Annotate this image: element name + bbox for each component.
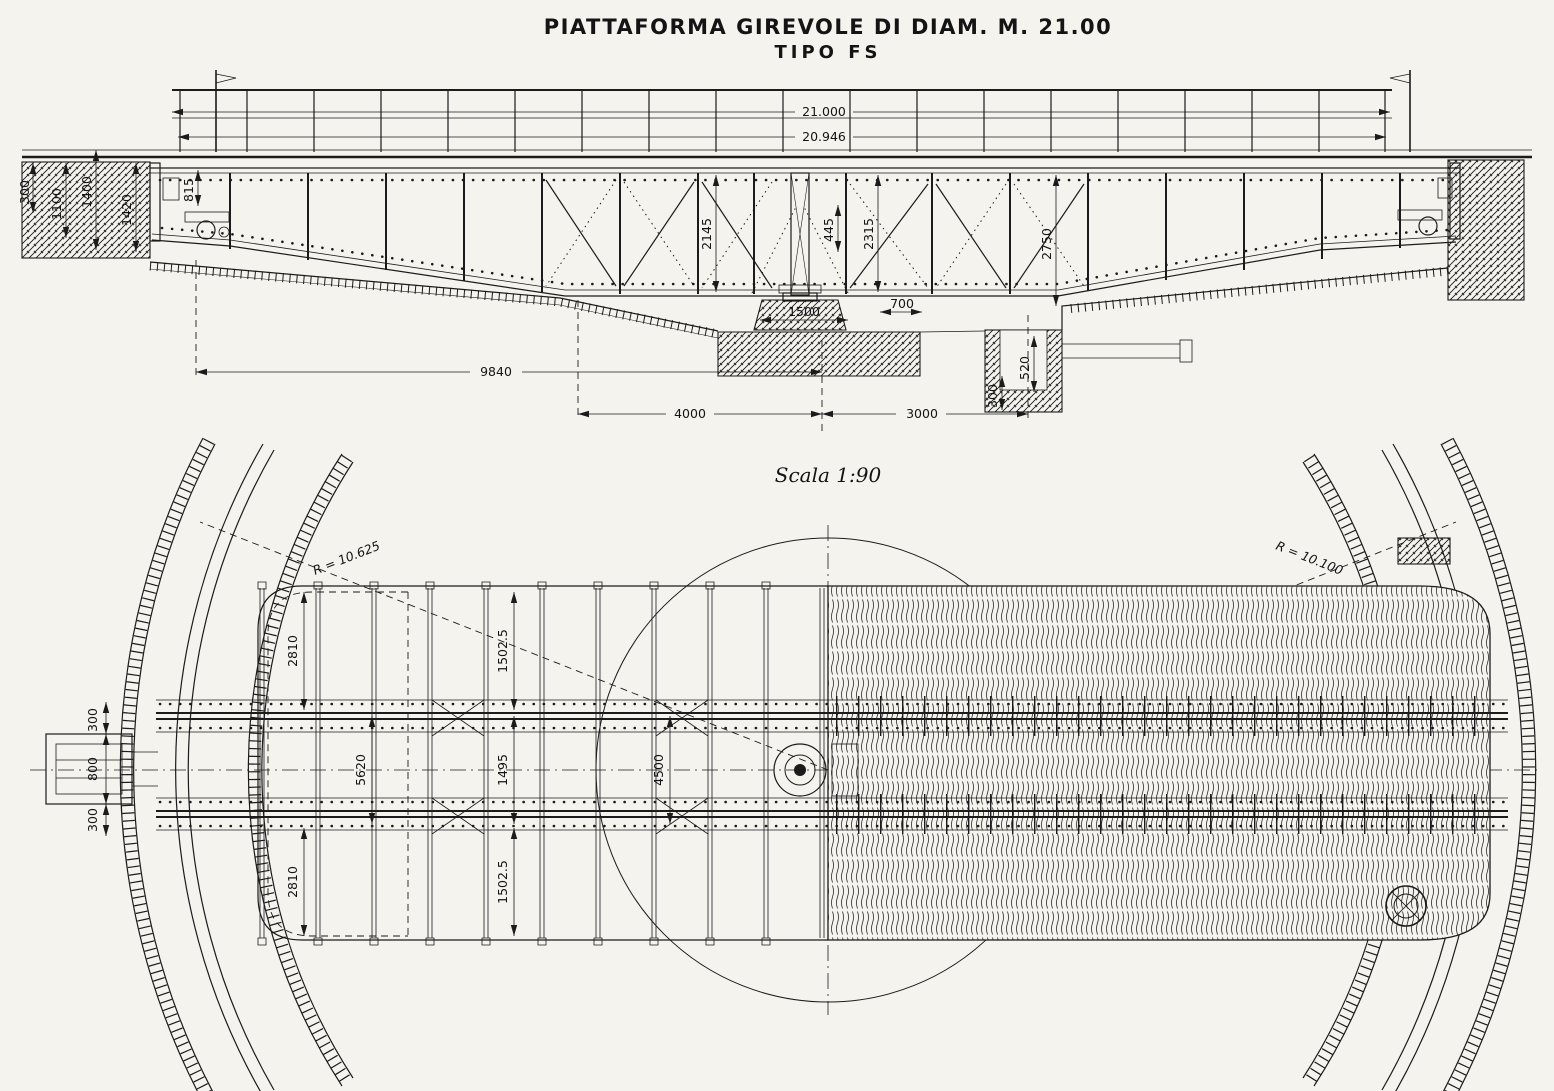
dim-520: 520: [1017, 356, 1032, 380]
dim-4500: 4500: [651, 754, 666, 786]
dim-9840: 9840: [480, 364, 512, 379]
left-end-machinery: [162, 177, 230, 240]
plan-deck-left: [257, 581, 828, 946]
elevation-ground: [21, 159, 1525, 413]
dim-2810-top: 2810: [285, 635, 300, 667]
left-fan-outer-hatch: [120, 438, 215, 1091]
plan-view: R = 10.625 R = 10.100: [30, 437, 1540, 1091]
bottom-chord-inner: [151, 233, 1457, 291]
buffer-inner: [55, 743, 123, 795]
radius-label-left: R = 10.625: [311, 538, 382, 578]
plan-manhole: [1385, 885, 1427, 927]
manhole-outer: [1385, 885, 1427, 927]
drain-channel: [1062, 343, 1180, 359]
dim-2750: 2750: [1039, 228, 1054, 260]
deck-right-planks: [827, 585, 1491, 941]
pivot-outer-circle: [773, 743, 827, 797]
dim-300-left: 300: [17, 180, 32, 204]
dim-700: 700: [890, 296, 914, 311]
web-stiffeners: [229, 173, 1401, 294]
pivot-housing: [831, 743, 859, 797]
dim-300-right: 300: [985, 384, 1000, 408]
dim-1495: 1495: [495, 754, 510, 786]
drain-pit-cavity: [1000, 330, 1047, 390]
pit-floor-right-hatch: [1065, 266, 1449, 314]
dim-2810-bottom: 2810: [285, 866, 300, 898]
pivot-bearing-top: [778, 284, 822, 294]
left-abutment: [21, 161, 151, 259]
railing-posts: [179, 90, 1386, 152]
pit-floor-left-under: [149, 268, 719, 339]
dim-1400: 1400: [79, 176, 94, 208]
dim-5620: 5620: [353, 754, 368, 786]
elevation-dimensions: 21.000 20.946 9840 4000 3000 300 1100 14…: [17, 104, 1390, 432]
right-end-machinery: [1397, 177, 1453, 236]
dim-20946: 20.946: [802, 129, 846, 144]
dim-800: 800: [85, 757, 100, 781]
dim-815: 815: [181, 178, 196, 202]
lattice-diagonals: [545, 179, 1085, 289]
buffer-links: [56, 751, 158, 787]
cross-bracing: [431, 699, 709, 835]
left-end-post: [149, 162, 161, 242]
foundation-slab: [717, 331, 921, 377]
plan-planking: [827, 585, 1491, 941]
dim-445: 445: [821, 218, 836, 242]
lattice-counter-diagonals: [545, 179, 1085, 294]
dim-3000: 3000: [906, 406, 938, 421]
center-pivot-post: [790, 172, 810, 296]
right-abutment: [1447, 159, 1525, 301]
elevation-railing: [22, 70, 1532, 159]
end-poles: [215, 70, 1411, 152]
dim-1502-bottom: 1502.5: [495, 860, 510, 904]
drain-pit-cavity-outline: [999, 329, 1048, 391]
dim-2315: 2315: [861, 218, 876, 250]
cross-beams: [259, 588, 825, 938]
pivot-center: [794, 764, 806, 776]
elevation-girder: [149, 162, 1461, 297]
elevation-view: 21.000 20.946 9840 4000 3000 300 1100 14…: [17, 70, 1532, 432]
left-fan-mid-arcs: [175, 443, 275, 1091]
pivot-mid-circle: [784, 754, 816, 786]
center-pivot-cross: [790, 172, 810, 296]
stanchion-bases: [257, 581, 771, 946]
dim-1420: 1420: [119, 194, 134, 226]
bottom-chord: [151, 239, 1457, 297]
end-pole-flags: [215, 73, 1411, 84]
rails: [156, 712, 1508, 818]
page-title: PIATTAFORMA GIREVOLE DI DIAM. M. 21.00: [544, 15, 1113, 39]
plan-girders: [156, 696, 1508, 834]
girder-flange-edges: [156, 699, 1508, 831]
dim-1502-top: 1502.5: [495, 629, 510, 673]
right-fan-inner-hatch: [1303, 454, 1408, 1086]
radius-label-right: R = 10.100: [1274, 538, 1345, 578]
right-end-post: [1449, 162, 1461, 240]
right-fan-box: [1397, 537, 1451, 565]
plan-pivot: [773, 743, 859, 797]
deck-left-outline: [257, 585, 828, 941]
pit-floor-mid: [919, 330, 986, 333]
manhole-spokes: [1391, 891, 1421, 921]
deck-left-dashed-outline: [267, 591, 409, 937]
dim-1500: 1500: [788, 304, 820, 319]
dim-300-bottom: 300: [85, 808, 100, 832]
dim-300-top: 300: [85, 708, 100, 732]
dim-21000: 21.000: [802, 104, 846, 119]
plan-buffer: [45, 733, 158, 805]
page-subtitle: TIPO FS: [775, 42, 882, 63]
bottom-chord-rivets: [160, 226, 1450, 286]
plan-dimensions: 2810 1502.5 5620 1495 4500 2810 1502.5 3…: [85, 592, 674, 936]
manhole-inner: [1393, 893, 1419, 919]
drawing-header: PIATTAFORMA GIREVOLE DI DIAM. M. 21.00 T…: [544, 15, 1113, 63]
dim-4000: 4000: [674, 406, 706, 421]
left-fan-inner-hatch: [248, 454, 353, 1086]
drain-channel-end: [1179, 339, 1193, 363]
dim-2145: 2145: [699, 218, 714, 250]
dim-1100: 1100: [49, 188, 64, 220]
pit-floor-right: [1061, 267, 1449, 330]
buffer-outer: [45, 733, 133, 805]
dim-extension-lines: [195, 260, 1029, 432]
scale-label: Scala 1:90: [775, 463, 882, 487]
